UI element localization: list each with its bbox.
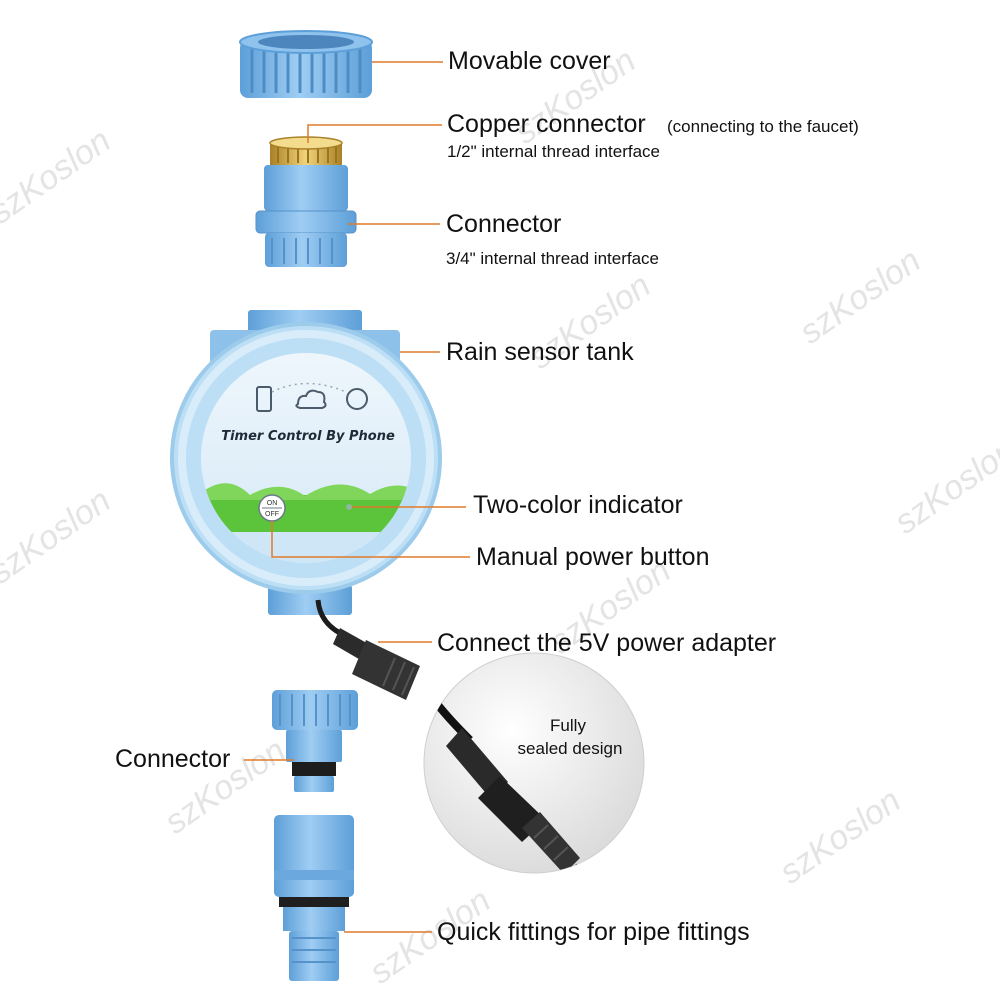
power-button-on-label: ON bbox=[267, 500, 278, 507]
movable-cover-part bbox=[239, 30, 373, 98]
label-connector-top-thread: 3/4" internal thread interface bbox=[446, 249, 659, 268]
label-connector-bottom: Connector bbox=[115, 745, 231, 773]
watermark: szKoslon bbox=[0, 481, 118, 591]
two-color-indicator bbox=[346, 504, 352, 510]
timer-body: Timer Control By Phone ON OFF bbox=[170, 310, 442, 615]
watermark: szKoslon bbox=[888, 431, 1000, 541]
cloud-icon bbox=[295, 389, 327, 409]
label-movable-cover: Movable cover bbox=[448, 47, 611, 75]
power-cable bbox=[315, 599, 420, 700]
timer-icon bbox=[346, 388, 368, 410]
power-button[interactable]: ON OFF bbox=[258, 494, 286, 522]
inset-line-2: sealed design bbox=[518, 739, 623, 758]
face-title: Timer Control By Phone bbox=[221, 429, 395, 444]
watermark: szKoslon bbox=[793, 241, 928, 351]
label-copper-thread: 1/2" internal thread interface bbox=[447, 142, 660, 161]
top-connector-part bbox=[255, 165, 357, 267]
bottom-connector-part bbox=[272, 690, 358, 792]
watermark: szKoslon bbox=[0, 121, 118, 231]
watermark: szKoslon bbox=[773, 781, 908, 891]
copper-connector-part bbox=[269, 136, 343, 165]
label-power-button: Manual power button bbox=[476, 543, 710, 571]
leader-lines bbox=[244, 61, 470, 933]
phone-icon bbox=[256, 386, 272, 412]
label-connector-top: Connector bbox=[446, 210, 562, 238]
label-copper-connector-note: (connecting to the faucet) bbox=[667, 117, 859, 136]
label-rain-sensor: Rain sensor tank bbox=[446, 338, 634, 366]
inset-line-1: Fully bbox=[550, 716, 586, 735]
label-power-adapter: Connect the 5V power adapter bbox=[437, 629, 777, 657]
label-indicator: Two-color indicator bbox=[473, 491, 683, 519]
quick-fitting-part bbox=[274, 815, 354, 981]
label-copper-connector: Copper connector bbox=[447, 110, 646, 138]
sealed-design-inset: Fully sealed design bbox=[423, 652, 645, 874]
power-button-off-label: OFF bbox=[265, 511, 279, 518]
label-quick-fittings: Quick fittings for pipe fittings bbox=[437, 918, 750, 946]
